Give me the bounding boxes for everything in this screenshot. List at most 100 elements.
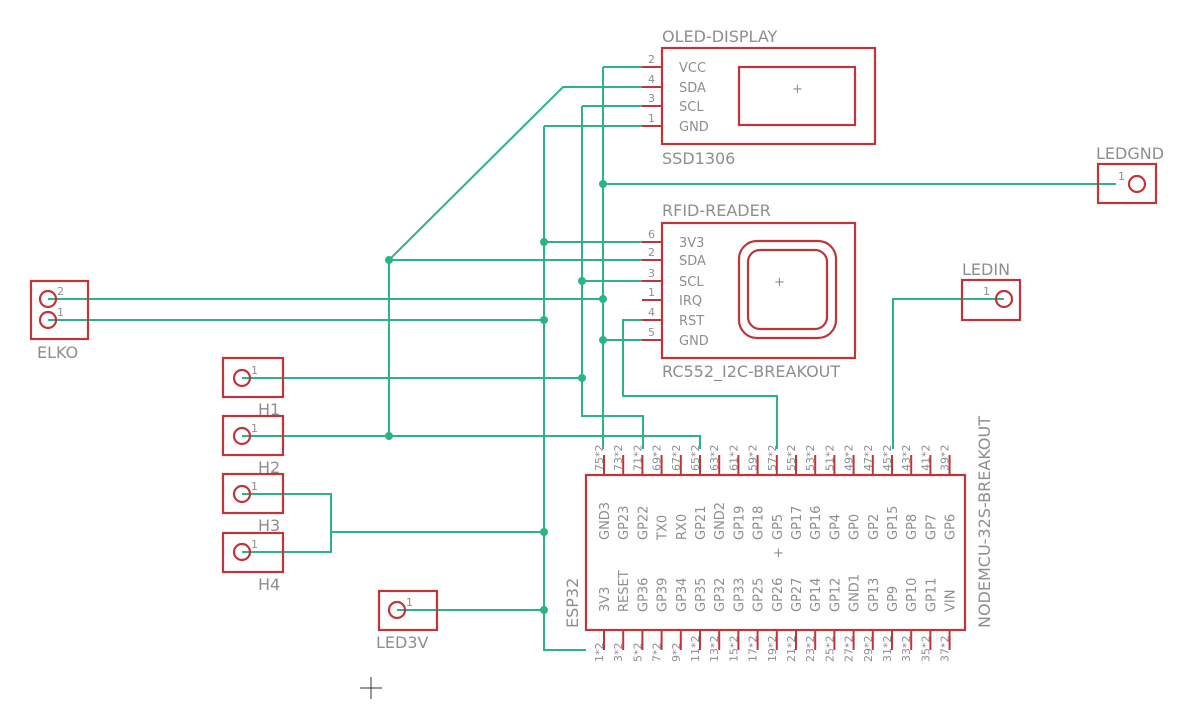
esp32-pin-number: 37*2	[939, 636, 952, 663]
h1-connector[interactable]: 1 H1	[221, 356, 285, 419]
esp32-pin-label: GP10	[905, 578, 920, 612]
esp32-pin-number: 25*2	[823, 636, 836, 663]
esp32-pin-number: 69*2	[651, 445, 664, 472]
h3-connector[interactable]: 1 H3	[221, 472, 285, 535]
esp32-pin-number: 13*2	[708, 636, 721, 663]
wire-rfid-rst	[622, 319, 778, 449]
pin-number: 1	[1118, 170, 1125, 183]
esp32-value: NODEMCU-32S-BREAKOUT	[975, 416, 994, 628]
h4-connector[interactable]: 1 H4	[221, 531, 285, 594]
esp32-pin-number: 43*2	[900, 445, 913, 472]
esp32-pin-label: TX0	[656, 515, 671, 541]
pin-label: SDA	[679, 254, 706, 269]
junction-dot	[599, 336, 607, 344]
pad-icon	[1127, 174, 1147, 194]
esp32-pin-number: 75*2	[593, 445, 606, 472]
cursor-crosshair-icon	[360, 677, 382, 699]
pin-number: 2	[57, 285, 64, 298]
esp32-part[interactable]: + ESP32 NODEMCU-32S-BREAKOUT GND375*2GP2…	[563, 416, 994, 662]
ledgnd-body	[1096, 162, 1158, 205]
wire-bus-gnd	[543, 126, 586, 651]
wire-ledin	[892, 298, 1004, 449]
junction-dot	[540, 606, 548, 614]
esp32-pin-number: 3*2	[612, 643, 625, 663]
pad-icon	[232, 368, 252, 388]
esp32-pin-label: GP27	[790, 578, 805, 612]
rfid-name: RFID-READER	[662, 201, 771, 220]
elko-connector[interactable]: 2 1 ELKO	[29, 279, 90, 362]
esp32-pins: GND375*2GP2373*2GP2271*2TX069*2RX067*2GP…	[593, 445, 959, 663]
esp32-pin-number: 15*2	[727, 636, 740, 663]
esp32-pin-label: GP6	[944, 514, 959, 540]
esp32-pin-label: GP14	[809, 578, 824, 612]
esp32-pin-number: 31*2	[881, 636, 894, 663]
esp32-pin-label: 3V3	[598, 587, 613, 612]
pad-icon	[387, 600, 407, 620]
h4-body	[221, 531, 285, 574]
h3-body	[221, 472, 285, 515]
esp32-pin-number: 19*2	[766, 636, 779, 663]
h3-label: H3	[258, 516, 280, 535]
esp32-pin-number: 49*2	[843, 445, 856, 472]
esp32-pin-label: GP33	[732, 578, 747, 612]
pad-icon	[232, 426, 252, 446]
pad-icon	[232, 484, 252, 504]
esp32-pin-number: 23*2	[804, 636, 817, 663]
esp32-pin-label: VIN	[944, 590, 959, 612]
ledin-connector[interactable]: 1 LEDIN	[960, 260, 1022, 322]
origin-cross-icon: +	[774, 275, 785, 290]
esp32-pin-number: 35*2	[919, 636, 932, 663]
esp32-pin-label: GP5	[771, 514, 786, 540]
ledin-body	[960, 278, 1022, 322]
h2-body	[221, 414, 285, 457]
pin-label: GND	[679, 120, 709, 135]
esp32-pin-label: GP16	[809, 506, 824, 540]
esp32-pin-label: GP34	[675, 578, 690, 612]
esp32-pin-number: 17*2	[747, 636, 760, 663]
rfid-reader-part[interactable]: + RFID-READER RC552_I2C-BREAKOUT 6 2 3 1…	[642, 201, 857, 382]
h2-connector[interactable]: 1 H2	[221, 414, 285, 477]
esp32-pin-label: GP12	[828, 578, 843, 612]
esp32-pin-number: 7*2	[651, 643, 664, 663]
pin-number: 2	[648, 53, 655, 66]
oled-value: SSD1306	[662, 149, 735, 168]
oled-display-part[interactable]: + OLED-DISPLAY SSD1306 2 4 3 1 VCC SDA S…	[642, 27, 877, 168]
esp32-pin-label: GP22	[636, 506, 651, 540]
oled-name: OLED-DISPLAY	[662, 27, 778, 46]
esp32-pin-label: GP15	[886, 506, 901, 540]
esp32-pin-label: GP0	[848, 514, 863, 540]
pin-number: 1	[648, 112, 655, 125]
rfid-value: RC552_I2C-BREAKOUT	[662, 362, 840, 382]
esp32-pin-number: 73*2	[612, 445, 625, 472]
pin-number: 1	[251, 422, 258, 435]
pin-label: GND	[679, 334, 709, 349]
rfid-antenna-outer	[737, 239, 838, 340]
led3v-label: LED3V	[376, 633, 429, 652]
esp32-pin-label: RX0	[675, 514, 690, 540]
led3v-connector[interactable]: 1 LED3V	[376, 589, 439, 652]
origin-cross-icon: +	[773, 546, 784, 561]
led3v-body	[377, 589, 439, 632]
esp32-pin-number: 51*2	[823, 445, 836, 472]
rfid-antenna-inner	[746, 248, 829, 331]
h1-label: H1	[258, 400, 280, 419]
pin-number: 1	[251, 364, 258, 377]
esp32-pin-number: 5*2	[631, 643, 644, 663]
esp32-pin-number: 21*2	[785, 636, 798, 663]
pin-label: IRQ	[679, 294, 702, 309]
junction-dot	[578, 277, 586, 285]
ledgnd-connector[interactable]: 1 LEDGND	[1096, 144, 1164, 205]
esp32-pin-label: GP11	[924, 578, 939, 612]
pin-label: VCC	[679, 61, 706, 76]
pin-number: 2	[648, 246, 655, 259]
junction-dot	[385, 432, 393, 440]
esp32-pin-number: 61*2	[727, 445, 740, 472]
esp32-pin-number: 65*2	[689, 445, 702, 472]
junction-dot	[540, 316, 548, 324]
esp32-pin-label: GP21	[694, 506, 709, 540]
esp32-pin-label: GP18	[752, 506, 767, 540]
esp32-pin-number: 9*2	[670, 643, 683, 663]
esp32-pin-label: GP23	[617, 506, 632, 540]
esp32-pin-number: 29*2	[862, 636, 875, 663]
